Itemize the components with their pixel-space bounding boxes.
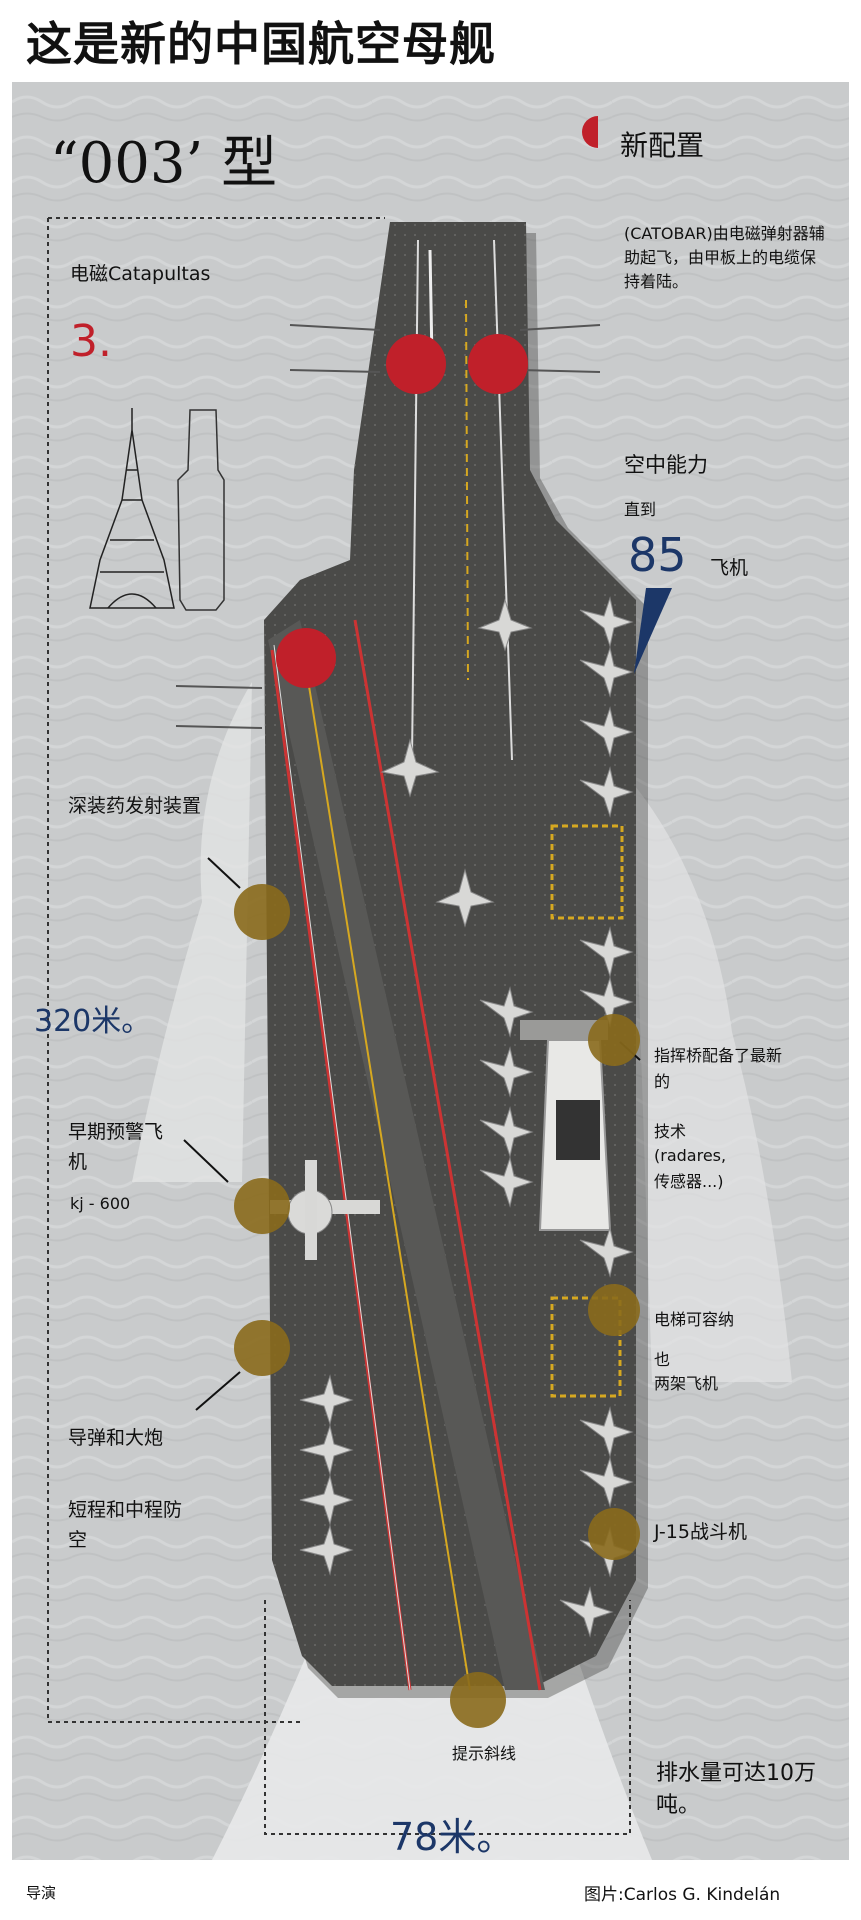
catobar-note-line1: (CATOBAR)由电磁弹射器辅 bbox=[624, 224, 825, 243]
elevator-line2: 也 bbox=[654, 1350, 671, 1369]
model-label: “003’ 型 bbox=[50, 131, 278, 196]
deep-charge-label: 深装药发射装置 bbox=[68, 795, 202, 817]
eiffel-tower-icon bbox=[89, 408, 175, 609]
early-warning-model: kj - 600 bbox=[70, 1194, 131, 1213]
elevator-1 bbox=[550, 824, 624, 920]
footer-credit-right: 图片:Carlos G. Kindelán bbox=[584, 1885, 781, 1905]
bridge-line1: 指挥桥配备了最新 bbox=[654, 1046, 783, 1065]
guide-line-label: 提示斜线 bbox=[452, 1744, 517, 1763]
catobar-note-line2: 助起飞，由甲板上的电缆保 bbox=[624, 248, 817, 267]
bridge-line3: 技术 bbox=[654, 1122, 687, 1141]
fighter-label: J-15战斗机 bbox=[654, 1521, 747, 1543]
equipment-markers bbox=[234, 884, 640, 1728]
catapult-count: 3. bbox=[70, 316, 112, 367]
bridge-line2: 的 bbox=[654, 1072, 671, 1091]
catobar-note-line3: 持着陆。 bbox=[624, 272, 689, 291]
length-label: 320米。 bbox=[34, 1004, 152, 1039]
legend-label: 新配置 bbox=[620, 129, 705, 162]
displacement-line1: 排水量可达10万 bbox=[656, 1761, 816, 1786]
missiles-line1: 短程和中程防 bbox=[68, 1499, 183, 1521]
air-capacity-unit: 飞机 bbox=[710, 557, 749, 579]
air-capacity-prefix: 直到 bbox=[624, 500, 657, 519]
elevator-line1: 电梯可容纳 bbox=[654, 1310, 735, 1329]
page-title: 这是新的中国航空母舰 bbox=[26, 17, 496, 71]
air-capacity-count: 85 bbox=[628, 528, 687, 582]
catapult-title: 电磁Catapultas bbox=[70, 263, 211, 285]
new-config-markers bbox=[276, 116, 598, 688]
kj600-aircraft bbox=[270, 1160, 380, 1260]
elevator-line3: 两架飞机 bbox=[654, 1374, 719, 1393]
displacement-line2: 吨。 bbox=[656, 1793, 701, 1818]
bridge-line4: (radares, bbox=[654, 1146, 727, 1165]
early-warning-line2: 机 bbox=[68, 1151, 88, 1173]
air-capacity-title: 空中能力 bbox=[624, 453, 708, 477]
missiles-line2: 空 bbox=[68, 1529, 88, 1551]
capacity-pointer bbox=[634, 588, 672, 674]
carrier-silhouette-icon bbox=[177, 409, 225, 611]
elevator-2 bbox=[550, 1296, 622, 1398]
bridge-line5: 传感器...) bbox=[654, 1172, 724, 1191]
footer-credit-left: 导演 bbox=[26, 1884, 57, 1902]
missiles-title: 导弹和大炮 bbox=[68, 1427, 164, 1449]
width-label: 78米。 bbox=[390, 1815, 515, 1859]
early-warning-line1: 早期预警飞 bbox=[68, 1121, 164, 1143]
legend-marker-icon bbox=[582, 116, 598, 148]
